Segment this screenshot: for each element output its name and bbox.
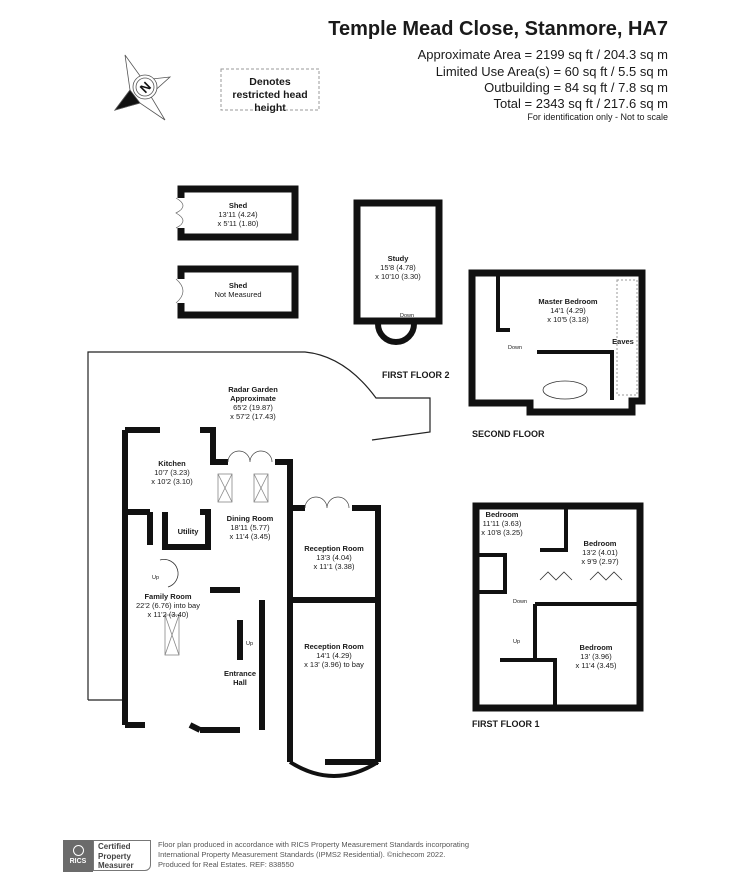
rics-emblem-icon <box>72 845 84 856</box>
stair-label: Up <box>152 575 160 581</box>
scale-note: For identification only - Not to scale <box>527 112 668 122</box>
family-spiral-stair <box>159 559 179 588</box>
stair-label: Up <box>513 639 521 645</box>
stair-label: Down <box>513 599 528 605</box>
skylights <box>164 473 269 656</box>
garden-boundary <box>87 351 431 701</box>
page-title: Temple Mead Close, Stanmore, HA7 <box>328 18 668 40</box>
study-walls <box>353 199 443 325</box>
stair-walls <box>210 587 243 660</box>
area-line: Approximate Area = 2199 sq ft / 204.3 sq… <box>417 47 668 62</box>
second-floor-walls <box>468 269 646 416</box>
rics-logo: RICS <box>63 840 93 872</box>
stair-label: Down <box>508 345 523 351</box>
room-utility: Utility <box>177 527 199 536</box>
badge-line: Property <box>98 851 131 861</box>
badge-line: Certified <box>98 842 131 851</box>
utility-walls <box>125 509 211 550</box>
footer-line: Floor plan produced in accordance with R… <box>158 840 469 849</box>
study-spiral-stair <box>375 323 417 345</box>
area-line: Limited Use Area(s) = 60 sq ft / 5.5 sq … <box>435 64 668 79</box>
eaves-label: Eaves <box>612 337 634 346</box>
wardrobes <box>539 571 623 581</box>
eaves-restricted-area <box>616 279 638 396</box>
floor-label-first-floor-1: FIRST FLOOR 1 <box>472 719 540 729</box>
footer-text: Floor plan produced in accordance with R… <box>158 840 469 870</box>
ground-floor-outer-walls <box>122 427 381 765</box>
stair-label: Up <box>246 641 254 647</box>
rics-text: RICS <box>69 858 87 865</box>
reception-bay <box>288 760 380 778</box>
restricted-height-legend-box <box>220 68 320 111</box>
area-line: Total = 2343 sq ft / 217.6 sq m <box>493 96 668 111</box>
restricted-height-legend: Denotes restricted head height <box>232 76 308 114</box>
floor-label-second-floor: SECOND FLOOR <box>472 429 545 439</box>
first-floor-1-walls <box>472 502 644 712</box>
footer-line: Produced for Real Estates. REF: 838550 <box>158 860 294 869</box>
garden-doors <box>227 450 350 509</box>
floor-label-first-floor-2: FIRST FLOOR 2 <box>382 370 450 380</box>
compass-north-icon: N <box>113 54 172 121</box>
footer-line: International Property Measurement Stand… <box>158 850 446 859</box>
badge-line: Measurer <box>98 861 134 870</box>
area-line: Outbuilding = 84 sq ft / 7.8 sq m <box>484 80 668 95</box>
bath <box>542 380 588 400</box>
certified-badge: Certified Property Measurer <box>93 840 151 871</box>
stair-label: Down <box>400 313 415 319</box>
